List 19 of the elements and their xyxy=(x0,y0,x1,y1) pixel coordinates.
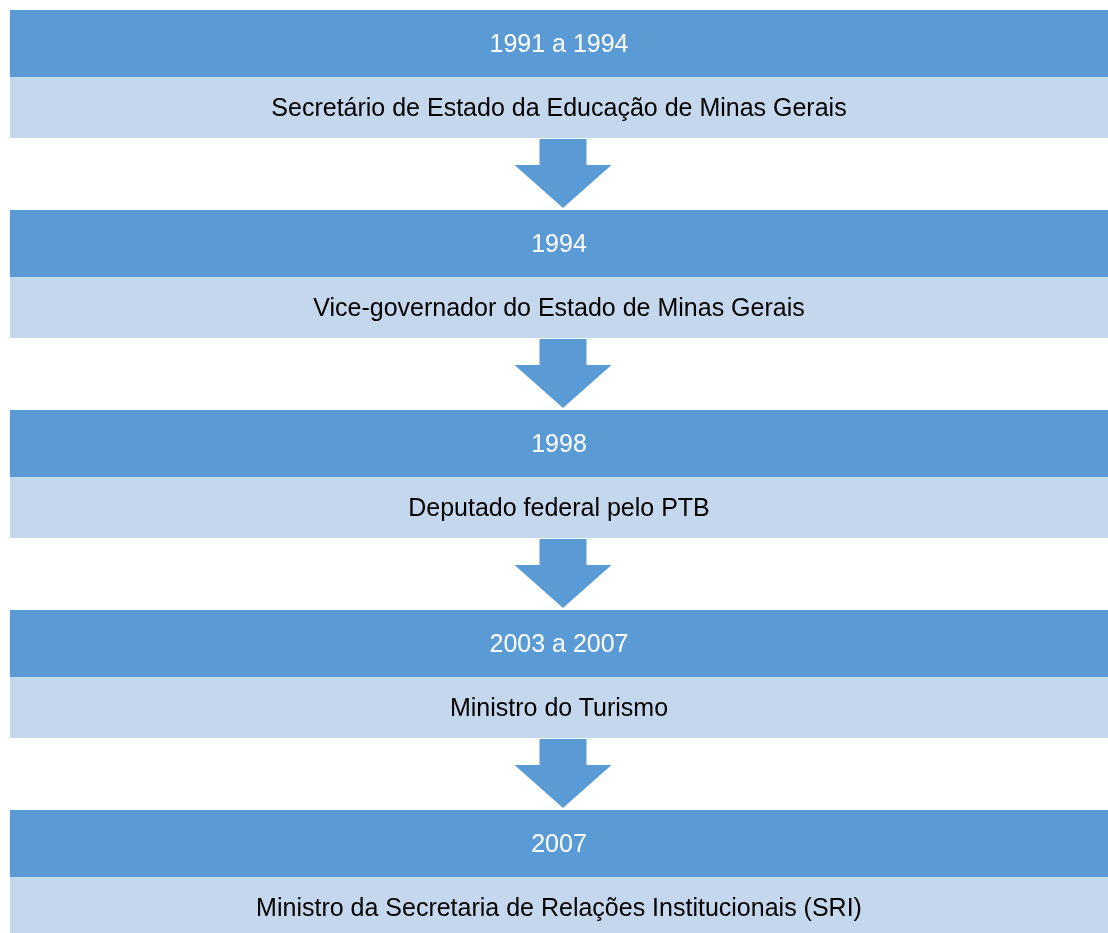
role-label: Ministro do Turismo xyxy=(449,693,669,722)
stage-panel xyxy=(10,810,1108,933)
stage-panel xyxy=(10,210,1108,339)
role-label: Secretário de Estado da Educação de Minas Gerais xyxy=(271,93,847,122)
year-label: 2007 xyxy=(531,829,587,858)
stage-panel xyxy=(10,410,1108,539)
year-label: 2003 a 2007 xyxy=(489,629,629,658)
stage-panel xyxy=(10,10,1108,139)
role-label: Ministro da Secretaria de Relações Institucionais (SRI) xyxy=(256,893,862,922)
block-arrow xyxy=(514,339,612,408)
year-label: 1998 xyxy=(531,429,587,458)
role-label: Deputado federal pelo PTB xyxy=(408,493,710,522)
block-arrow xyxy=(514,739,612,808)
block-arrow xyxy=(514,539,612,608)
year-label: 1994 xyxy=(531,229,587,258)
stage-panel xyxy=(10,610,1108,739)
role-label: Vice-governador do Estado de Minas Gerais xyxy=(313,293,805,322)
block-arrow xyxy=(514,139,612,208)
year-label: 1991 a 1994 xyxy=(489,29,629,58)
